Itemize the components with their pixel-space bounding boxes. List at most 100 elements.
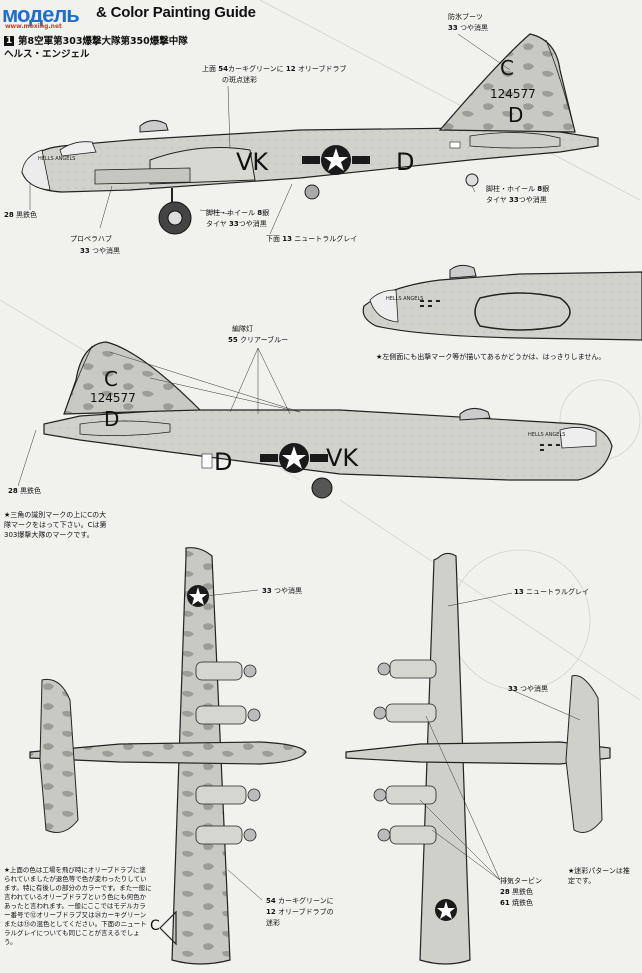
tail-squadron-letter-bottom: D — [104, 407, 119, 431]
tail-serial-bottom: 124577 — [90, 391, 136, 405]
num-33f: 33 — [508, 685, 518, 693]
label-upper-row: 上面 54カーキグリーンに 12 オリーブドラブ — [202, 66, 346, 73]
label-under-color2: つや消黒 — [519, 685, 548, 693]
num-55: 55 — [228, 336, 238, 344]
aircraft-letter-top: D — [396, 148, 414, 176]
label-tail-tire-row: タイヤ 33つや消黒 — [486, 197, 547, 204]
label-camo-a-row: 54 カーキグリーンに — [266, 898, 334, 905]
label-metal-top-row: 28 黒鉄色 — [4, 212, 37, 219]
aircraft-letter-bottom: D — [214, 448, 232, 476]
num-61: 61 — [500, 899, 510, 907]
num-28: 28 — [4, 211, 14, 219]
label-camo-a: カーキグリーンに — [277, 897, 334, 905]
num-54: 54 — [218, 65, 228, 73]
label-upper-surface: 上面 — [202, 65, 216, 73]
logo-subtext: www.moxing.net — [5, 23, 62, 30]
label-tail-tire: タイヤ — [486, 196, 507, 204]
nose-detail-note: ★左側面にも出撃マーク等が描いてあるかどうかは、はっきりしません。 — [376, 353, 606, 361]
num-33: 33 — [448, 24, 458, 32]
label-formation-lamp: 編隊灯 — [232, 325, 253, 333]
side-view-left — [17, 341, 613, 499]
tail-group-letter-top: C — [500, 56, 514, 80]
logo-text: модель — [2, 2, 80, 27]
nose-art-top: HELLS ANGELS — [38, 156, 75, 162]
label-prop-hub-color: つや消黒 — [91, 247, 120, 255]
num-12b: 12 — [266, 908, 276, 916]
label-prop-hub-color-row: 33 つや消黒 — [80, 248, 120, 255]
label-camo-b-row: 12 オリーブドラブの — [266, 909, 334, 916]
label-camo-b: オリーブドラブの — [277, 908, 334, 916]
scheme-number-badge: 1 — [4, 36, 14, 46]
num-33e: 33 — [262, 587, 272, 595]
label-under-color2-row: 33 つや消黒 — [508, 686, 548, 693]
label-top-color-row: 33 つや消黒 — [262, 588, 302, 595]
label-turbo-c2: 焼鉄色 — [511, 899, 533, 907]
group-mark-c: C — [150, 918, 160, 934]
label-tire-row: タイヤ 33つや消黒 — [206, 221, 267, 228]
site-logo: модель www.moxing.net — [2, 2, 96, 30]
nose-art-left: HELLS ANGELS — [528, 432, 565, 438]
nose-detail-left — [362, 264, 642, 341]
page-title: & Color Painting Guide — [96, 4, 256, 21]
label-turbo-c1: 黒鉄色 — [511, 888, 533, 896]
aircraft-name: ヘルス・エンジェル — [4, 49, 90, 60]
squadron-code-top: VK — [236, 148, 269, 176]
label-de-icer-color: つや消黒 — [459, 24, 488, 32]
num-33b: 33 — [80, 247, 90, 255]
label-metal-bottom-row: 28 黒鉄色 — [8, 488, 41, 495]
num-8: 8 — [257, 209, 263, 217]
label-de-icer-color-row: 33 つや消黒 — [448, 25, 488, 32]
num-8b: 8 — [537, 185, 543, 193]
label-tire-color: つや消黒 — [238, 220, 267, 228]
label-tail-silver: 銀 — [542, 185, 550, 193]
label-turbo: 排気タービン — [500, 877, 542, 885]
label-prop-hub: プロペラハブ — [70, 235, 112, 243]
label-tail-gear: 脚柱・ホイール — [486, 185, 535, 193]
tail-squadron-letter-top: D — [508, 103, 523, 127]
label-lower-color: ニュートラルグレイ — [294, 235, 358, 243]
label-main-gear-row: 脚柱・ホイール 8銀 — [206, 210, 269, 217]
side-view-right — [21, 33, 599, 235]
label-under-color: ニュートラルグレイ — [525, 588, 589, 596]
label-silver: 銀 — [262, 209, 270, 217]
unit-designation: 第8空軍第303爆撃大隊第350爆撃中隊 — [18, 36, 188, 47]
label-lamp-color: クリアーブルー — [239, 336, 289, 344]
upper-color-note: ★上面の色は工場を飛び時にオリーブドラブに塗られていましたが退色等で色が変わった… — [4, 866, 152, 946]
num-13: 13 — [282, 235, 292, 243]
squadron-code-bottom: VK — [326, 444, 359, 472]
num-54b: 54 — [266, 897, 276, 905]
label-metal-bottom: 黒鉄色 — [19, 487, 41, 495]
num-28b: 28 — [8, 487, 18, 495]
label-upper-camo3: の斑点迷彩 — [222, 76, 257, 84]
label-main-gear: 脚柱・ホイール — [206, 209, 255, 217]
num-33c: 33 — [229, 220, 239, 228]
label-camo-c: 迷彩 — [266, 919, 280, 927]
label-metal-top: 黒鉄色 — [15, 211, 37, 219]
label-tail-tire-color: つや消黒 — [518, 196, 547, 204]
label-upper-camo2: オリーブドラブ — [297, 65, 347, 73]
num-33d: 33 — [509, 196, 519, 204]
plan-view-top — [29, 547, 307, 965]
label-under-color-row: 13 ニュートラルグレイ — [514, 589, 589, 596]
label-top-color: つや消黒 — [273, 587, 302, 595]
label-de-icer: 防氷ブーツ — [448, 13, 483, 21]
label-turbo-c2-row: 61 焼鉄色 — [500, 900, 533, 907]
num-12: 12 — [285, 65, 296, 73]
label-tire: タイヤ — [206, 220, 227, 228]
plan-view-under — [345, 552, 611, 965]
tail-group-letter-bottom: C — [104, 367, 118, 391]
label-lamp-row: 55 クリアーブルー — [228, 337, 288, 344]
label-lower-surface: 下面 — [266, 235, 280, 243]
label-lower-row: 下面 13 ニュートラルグレイ — [266, 236, 357, 243]
num-28c: 28 — [500, 888, 510, 896]
num-13b: 13 — [514, 588, 524, 596]
label-turbo-c1-row: 28 黒鉄色 — [500, 889, 533, 896]
label-upper-camo: カーキグリーンに — [227, 65, 284, 73]
triangle-mark-note: ★三角の識別マークの上にCの大隊マークをはって下さい。Cは第303爆撃大隊のマー… — [4, 511, 107, 539]
tail-serial-top: 124577 — [490, 87, 536, 101]
label-tail-gear-row: 脚柱・ホイール 8銀 — [486, 186, 549, 193]
nose-art-detail: HELLS ANGELS — [386, 296, 423, 302]
camo-pattern-note: ★迷彩パターンは推定です。 — [568, 867, 630, 885]
